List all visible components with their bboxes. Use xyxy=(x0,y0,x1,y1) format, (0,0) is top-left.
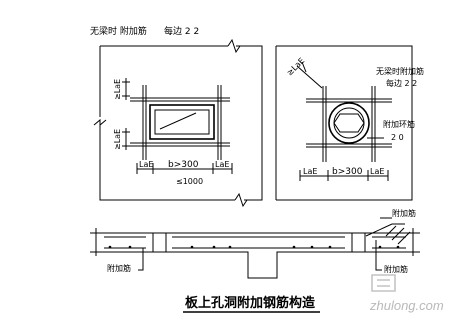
text-layer: 无梁时 附加筋 每边 2 2 ≥LaE ≥LaE LaE b>300 LaE ≤… xyxy=(90,25,444,313)
left-dim-total: ≤1000 xyxy=(176,177,203,186)
ring-note-line1: 附加环筋 xyxy=(383,119,415,129)
zhulong-logo-icon xyxy=(371,274,396,292)
section-hatch xyxy=(385,225,411,245)
section-slab-bottom xyxy=(90,251,420,279)
left-lae-top-dim xyxy=(122,78,130,100)
right-dim-b: b>300 xyxy=(332,167,363,177)
left-slab-break-mark-bottom xyxy=(234,192,248,208)
left-slab-break-mark-top xyxy=(227,38,241,54)
left-dim-lae-right: LaE xyxy=(215,160,229,169)
circular-opening-ring-inner xyxy=(333,107,365,139)
right-dim-chain xyxy=(299,170,389,181)
diagram-title: 板上孔洞附加钢筋构造 xyxy=(185,295,316,311)
section-label-right-bottom: 附加筋 xyxy=(384,264,408,274)
watermark-text: zhulong.com xyxy=(369,298,444,313)
left-lae-top-label: ≥LaE xyxy=(113,79,122,100)
ring-note-line2: 2 0 xyxy=(391,133,404,142)
section-label-right-top: 附加筋 xyxy=(392,208,416,218)
right-bars-vertical xyxy=(322,86,376,162)
left-opening-diagonal xyxy=(159,112,197,130)
left-bars-vertical xyxy=(142,85,222,160)
right-dim-lae-left: LaE xyxy=(303,167,317,176)
section-label-left: 附加筋 xyxy=(107,263,131,273)
left-opening-inner xyxy=(154,109,210,135)
left-bars-horizontal xyxy=(130,97,230,147)
section-opening-right xyxy=(351,233,366,252)
section-rebar-dots xyxy=(108,245,400,249)
right-lae-diagonal xyxy=(296,61,323,89)
circular-opening-ring xyxy=(328,102,370,144)
right-bars-horizontal xyxy=(306,98,392,148)
right-lae-label: ≥LaE xyxy=(285,56,306,77)
section-hook-right xyxy=(375,240,382,271)
left-lae-bottom-dim xyxy=(122,128,130,150)
left-plan-detail xyxy=(93,38,277,208)
right-note-line2: 每边 2 2 xyxy=(386,78,417,88)
left-opening-outer xyxy=(149,104,215,140)
left-top-note: 无梁时 附加筋 xyxy=(90,25,147,37)
section-opening-left xyxy=(152,233,167,252)
section-hook-left xyxy=(138,248,144,271)
section-detail xyxy=(90,217,420,279)
right-plan-detail xyxy=(276,45,413,201)
left-slab-break-mark xyxy=(93,118,107,127)
left-dim-b: b>300 xyxy=(168,160,199,170)
left-slab-outline xyxy=(99,45,263,201)
left-lae-bottom-label: ≥LaE xyxy=(113,129,122,150)
right-slab-outline xyxy=(276,45,413,201)
left-each-side-note: 每边 2 2 xyxy=(164,25,199,37)
right-dim-lae-right: LaE xyxy=(370,167,384,176)
right-note-line1: 无梁时附加筋 xyxy=(376,66,424,76)
column-line xyxy=(261,46,277,200)
left-dim-chain xyxy=(136,163,233,174)
left-dim-lae-left: LaE xyxy=(139,160,153,169)
section-top-bar-right xyxy=(365,223,405,237)
circular-opening-hex xyxy=(333,113,365,133)
